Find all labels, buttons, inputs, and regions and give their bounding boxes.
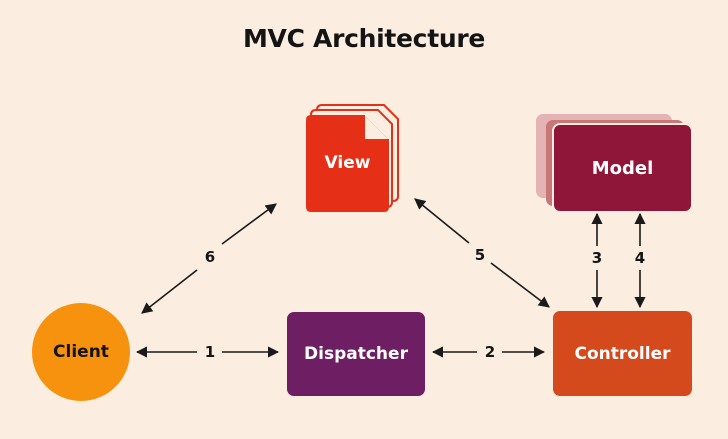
view-label: View xyxy=(324,153,371,173)
edge-label-6: 6 xyxy=(204,248,216,266)
model-node xyxy=(536,114,693,213)
view-page-fold xyxy=(364,115,389,140)
client-label: Client xyxy=(53,342,109,362)
dispatcher-label: Dispatcher xyxy=(304,344,408,364)
model-label: Model xyxy=(591,157,654,179)
arrow-controller-view-up xyxy=(414,198,470,244)
edge-label-2: 2 xyxy=(484,343,496,361)
arrow-controller-view-down xyxy=(490,262,550,308)
model-front-card xyxy=(552,123,693,213)
client-node xyxy=(32,303,130,401)
edge-label-3: 3 xyxy=(591,249,603,267)
controller-node xyxy=(553,311,692,396)
edge-label-5: 5 xyxy=(474,246,486,264)
arrow-view-client-down xyxy=(141,269,198,314)
edge-label-4: 4 xyxy=(634,249,646,267)
controller-label: Controller xyxy=(574,343,671,364)
diagram-title: MVC Architecture xyxy=(242,24,486,53)
view-node xyxy=(306,104,399,212)
edge-label-1: 1 xyxy=(204,343,216,361)
arrow-view-client-up xyxy=(221,203,277,245)
dispatcher-node xyxy=(287,312,425,396)
